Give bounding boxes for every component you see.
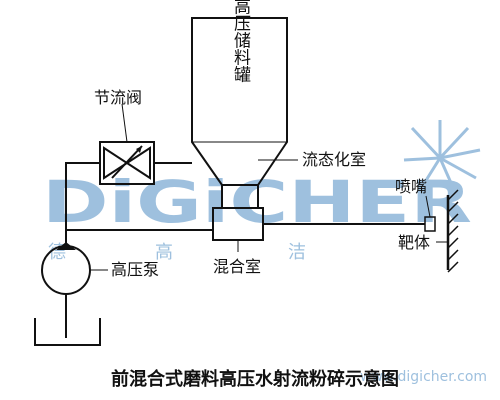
pump-label: 高压泵 (111, 260, 159, 279)
pipe-pump-to-valve (65, 162, 100, 248)
watermark-url: www.digicher.com (360, 369, 487, 385)
fluidization-chamber-label: 流态化室 (302, 150, 366, 169)
target-label: 靶体 (398, 233, 430, 252)
throttle-valve-label: 节流阀 (94, 88, 142, 107)
watermark: DiGiCHER 德 高 洁 www.digicher.com (42, 120, 487, 385)
watermark-char-2: 高 (155, 242, 173, 263)
nozzle-leader (425, 195, 431, 218)
target-wall (446, 189, 459, 273)
mixing-chamber-label: 混合室 (213, 257, 261, 276)
valve-label-leader (121, 103, 128, 143)
tank-label: 高压储料罐 (230, 0, 251, 83)
watermark-char-3: 洁 (288, 242, 306, 263)
diagram-caption: 前混合式磨料高压水射流粉碎示意图 (111, 368, 399, 390)
water-reservoir (34, 318, 101, 346)
nozzle-label: 喷嘴 (395, 177, 427, 196)
watermark-starburst-icon (403, 120, 481, 193)
